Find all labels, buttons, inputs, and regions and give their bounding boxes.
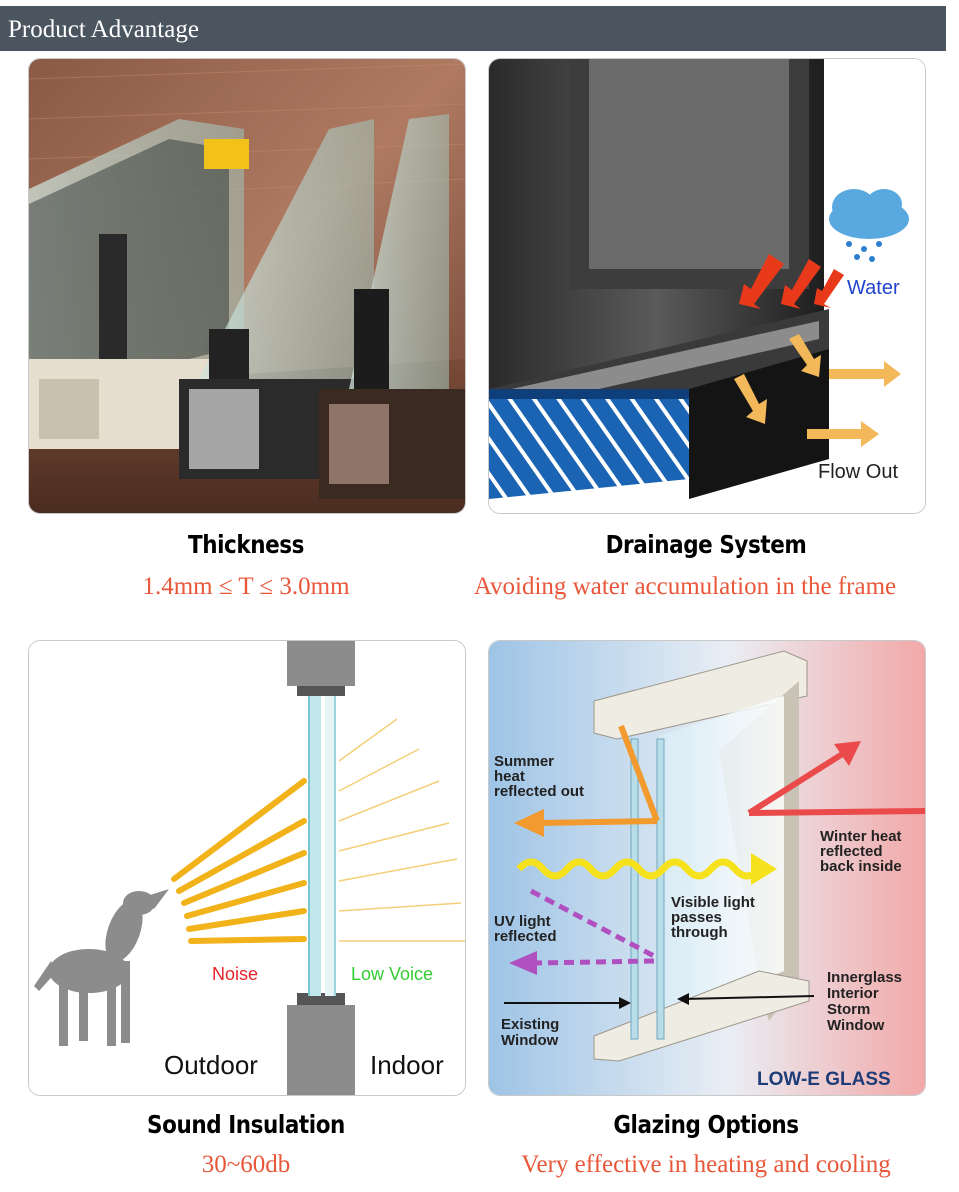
indoor-label: Indoor: [370, 1050, 444, 1080]
inner-label-4: Window: [827, 1017, 885, 1034]
noise-label: Noise: [212, 964, 258, 984]
thickness-subtitle: 1.4mm ≤ T ≤ 3.0mm: [142, 573, 350, 600]
summer-label-3: reflected out: [494, 783, 584, 800]
summer-label-2: heat: [494, 768, 525, 785]
sound-subtitle: 30~60db: [201, 1151, 291, 1178]
winter-label-2: reflected: [820, 843, 883, 860]
summer-label-1: Summer: [494, 753, 554, 770]
existing-label-1: Existing: [501, 1016, 559, 1033]
drainage-subtitle: Avoiding water accumulation in the frame: [473, 573, 897, 600]
inner-label-1: Innerglass: [827, 969, 902, 986]
thickness-title: Thickness: [187, 530, 304, 559]
section-title: Product Advantage: [8, 16, 199, 43]
glazing-title: Glazing Options: [613, 1110, 799, 1139]
lowe-label: LOW-E GLASS: [757, 1069, 891, 1090]
sound-insulation-diagram: Noise Low Voice Outdoor Indoor: [28, 640, 466, 1096]
inner-label-2: Interior: [827, 985, 879, 1002]
dog-icon: [34, 889, 169, 1046]
thickness-image: [28, 58, 466, 514]
visible-label-3: through: [671, 924, 728, 941]
flow-out-label: Flow Out: [818, 461, 898, 483]
existing-label-2: Window: [501, 1032, 559, 1049]
uv-label-1: UV light: [494, 913, 551, 930]
sound-title: Sound Insulation: [147, 1110, 345, 1139]
uv-label-2: reflected: [494, 928, 557, 945]
drainage-diagram: Water Flow Out: [488, 58, 926, 514]
low-voice-label: Low Voice: [351, 964, 433, 984]
section-header: Product Advantage: [0, 6, 946, 51]
glazing-diagram: Summer heat reflected out Winter heat re…: [488, 640, 926, 1096]
drainage-title: Drainage System: [605, 530, 807, 559]
winter-label-3: back inside: [820, 858, 902, 875]
water-label: Water: [847, 277, 900, 299]
top-border: [0, 0, 959, 5]
visible-label-2: passes: [671, 909, 722, 926]
visible-label-1: Visible light: [671, 894, 755, 911]
glazing-subtitle: Very effective in heating and cooling: [521, 1151, 891, 1178]
inner-label-3: Storm: [827, 1001, 870, 1018]
outdoor-label: Outdoor: [164, 1050, 258, 1080]
rain-cloud-icon: [829, 189, 909, 262]
winter-label-1: Winter heat: [820, 828, 902, 845]
